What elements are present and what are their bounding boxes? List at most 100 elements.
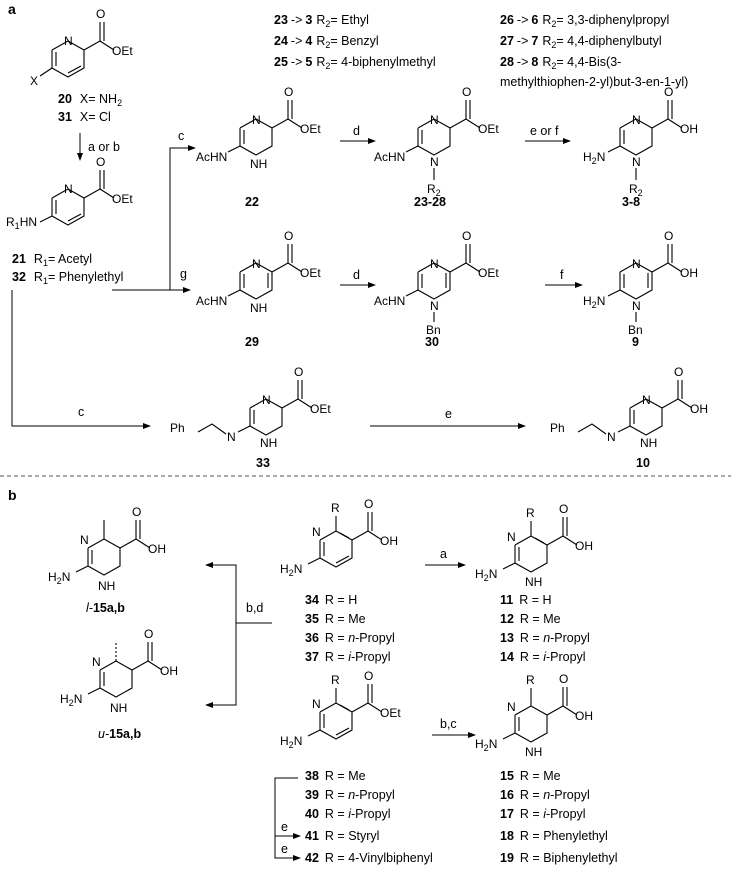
structure-u-15: N NH O OH H2N bbox=[60, 627, 178, 715]
svg-text:H2N: H2N bbox=[280, 734, 302, 750]
svg-text:H2N: H2N bbox=[280, 562, 302, 578]
svg-text:N: N bbox=[632, 155, 641, 169]
svg-text:NH: NH bbox=[640, 436, 657, 450]
svg-text:NH: NH bbox=[260, 436, 277, 450]
reagent-b-d: b,d bbox=[246, 601, 263, 615]
svg-text:N: N bbox=[64, 34, 73, 48]
structure-3-8: N N R2 O OH H2N bbox=[583, 85, 698, 198]
structure-30: N N Bn O OEt AcHN bbox=[374, 229, 499, 337]
svg-text:O: O bbox=[284, 85, 293, 99]
svg-text:OH: OH bbox=[148, 542, 166, 556]
structure-l-15: N NH O OH H2N bbox=[48, 505, 166, 593]
svg-text:O: O bbox=[144, 627, 153, 641]
svg-text:OH: OH bbox=[680, 122, 698, 136]
svg-text:R: R bbox=[526, 506, 535, 520]
svg-text:N: N bbox=[507, 530, 516, 544]
svg-text:R: R bbox=[331, 501, 340, 515]
label-33: 33 bbox=[256, 456, 270, 470]
svg-text:N: N bbox=[632, 299, 641, 313]
structure-21: N O OEt R1HN bbox=[6, 155, 133, 231]
section-label-b: b bbox=[8, 487, 17, 503]
structure-38-42: R N O OEt H2N bbox=[280, 669, 401, 750]
svg-text:OEt: OEt bbox=[300, 122, 321, 136]
svg-text:N: N bbox=[252, 257, 261, 271]
svg-text:N: N bbox=[64, 182, 73, 196]
svg-text:NH: NH bbox=[98, 579, 115, 593]
svg-text:N: N bbox=[430, 299, 439, 313]
svg-text:O: O bbox=[462, 229, 471, 243]
label-30: 30 bbox=[425, 335, 439, 349]
svg-text:Bn: Bn bbox=[426, 323, 441, 337]
structure-10: N NH O OH N Ph bbox=[550, 365, 708, 450]
svg-text:N: N bbox=[312, 697, 321, 711]
svg-text:H2N: H2N bbox=[475, 567, 497, 583]
svg-text:Ph: Ph bbox=[170, 421, 185, 435]
label-u-15: u-15a,b bbox=[98, 727, 141, 741]
svg-text:N: N bbox=[262, 393, 271, 407]
svg-text:X: X bbox=[30, 74, 38, 88]
svg-text:AcHN: AcHN bbox=[196, 294, 227, 308]
reagent-e-1: e bbox=[445, 407, 452, 421]
svg-text:N: N bbox=[430, 113, 439, 127]
structure-20: N N O OEt X N bbox=[30, 7, 133, 88]
structure-34-37: R N N O OH H2N bbox=[280, 497, 398, 578]
svg-text:OEt: OEt bbox=[300, 266, 321, 280]
svg-text:O: O bbox=[559, 502, 568, 516]
reagent-a-or-b: a or b bbox=[88, 140, 120, 154]
label-29: 29 bbox=[245, 335, 259, 349]
svg-text:OEt: OEt bbox=[478, 266, 499, 280]
svg-text:R2: R2 bbox=[427, 182, 441, 198]
reagent-d-1: d bbox=[353, 124, 360, 138]
svg-text:N: N bbox=[312, 525, 321, 539]
svg-text:R2: R2 bbox=[629, 182, 643, 198]
svg-text:H2N: H2N bbox=[60, 692, 82, 708]
arrow-32-to-33 bbox=[11, 290, 151, 429]
reagent-e-or-f: e or f bbox=[530, 124, 559, 138]
structure-33: N NH O OEt N Ph H bbox=[170, 365, 331, 450]
svg-text:N: N bbox=[632, 257, 641, 271]
svg-text:N: N bbox=[80, 533, 89, 547]
svg-text:O: O bbox=[674, 365, 683, 379]
svg-text:N: N bbox=[92, 655, 101, 669]
svg-text:O: O bbox=[364, 669, 373, 683]
svg-text:H2N: H2N bbox=[583, 150, 605, 166]
svg-text:R: R bbox=[331, 673, 340, 687]
svg-text:H2N: H2N bbox=[48, 570, 70, 586]
svg-text:OEt: OEt bbox=[112, 44, 133, 58]
reagent-g: g bbox=[180, 267, 187, 281]
reagent-f: f bbox=[560, 268, 564, 282]
reagent-a: a bbox=[440, 547, 447, 561]
svg-text:OH: OH bbox=[575, 539, 593, 553]
reagent-c-2: c bbox=[78, 405, 84, 419]
svg-text:AcHN: AcHN bbox=[374, 150, 405, 164]
branch-arrows-21 bbox=[112, 145, 196, 293]
svg-text:OH: OH bbox=[575, 709, 593, 723]
svg-text:N: N bbox=[507, 700, 516, 714]
svg-text:R: R bbox=[526, 673, 535, 687]
svg-text:OEt: OEt bbox=[310, 402, 331, 416]
label-10: 10 bbox=[636, 456, 650, 470]
arrows-38-to-41-42 bbox=[274, 777, 301, 861]
